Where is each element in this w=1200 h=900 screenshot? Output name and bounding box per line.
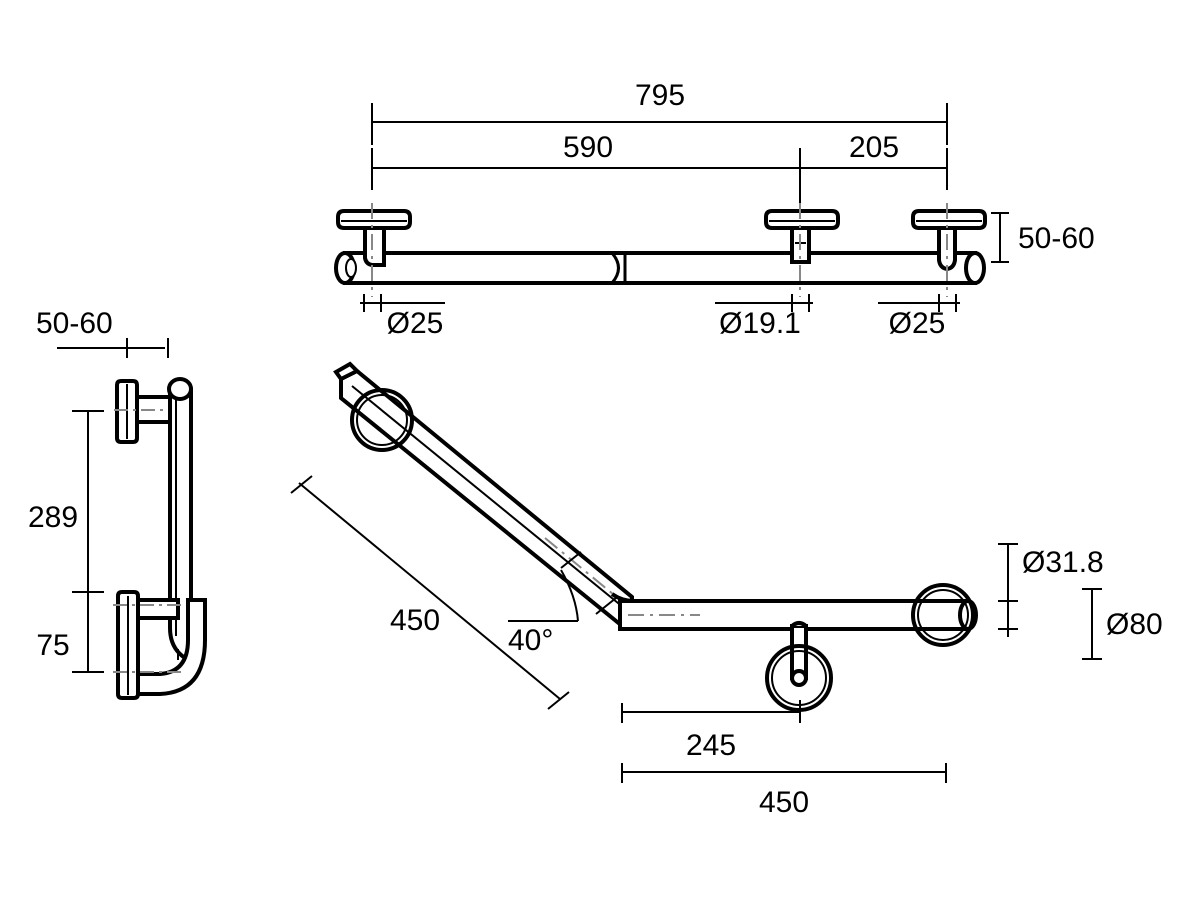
dimension-590-205: 590 205 xyxy=(371,131,948,218)
dimension-590-label: 590 xyxy=(563,131,613,164)
dimension-205-label: 205 xyxy=(849,131,899,164)
side-view-lower-flange xyxy=(113,590,185,700)
top-view: 795 590 205 xyxy=(334,79,1095,340)
dimension-75: 75 xyxy=(36,592,104,673)
top-view-flange-right xyxy=(911,203,987,297)
dimension-dia-19-1: Ø19.1 xyxy=(715,294,813,340)
dimension-450-angled: 450 xyxy=(290,475,570,710)
dimension-40-degree: 40° xyxy=(508,569,579,657)
dimension-40-degree-label: 40° xyxy=(508,624,553,657)
dimension-75-label: 75 xyxy=(36,629,69,662)
side-view-tube xyxy=(127,377,207,696)
dimension-795-label: 795 xyxy=(635,79,685,112)
dimension-dia-80-label: Ø80 xyxy=(1106,608,1163,641)
top-view-flange-middle xyxy=(764,203,840,297)
dimension-289: 289 xyxy=(28,410,104,593)
dimension-dia-80: Ø80 xyxy=(1082,588,1163,660)
dimension-top-50-60-label: 50-60 xyxy=(1018,222,1095,255)
dimension-450-angled-label: 450 xyxy=(390,604,440,637)
front-view: 450 40° Ø31.8 Ø80 245 xyxy=(290,361,1163,819)
dimension-450-horizontal-label: 450 xyxy=(759,786,809,819)
dimension-dia-31-8: Ø31.8 xyxy=(998,543,1104,637)
dimension-450-horizontal: 450 xyxy=(621,763,947,819)
dimension-dia-25-right: Ø25 xyxy=(878,294,960,340)
dimension-245: 245 xyxy=(621,700,801,762)
side-view: 50-60 289 75 xyxy=(28,307,207,700)
dimension-dia-25-left: Ø25 xyxy=(360,294,445,340)
dimension-795: 795 xyxy=(371,79,948,145)
dimension-dia-19-1-label: Ø19.1 xyxy=(719,307,801,340)
dimension-dia-25-left-label: Ø25 xyxy=(387,307,444,340)
dimension-dia-25-right-label: Ø25 xyxy=(889,307,946,340)
top-view-tube xyxy=(334,251,986,285)
front-view-horizontal-arm xyxy=(610,583,978,647)
top-view-flange-left xyxy=(336,203,412,297)
dimension-side-50-60: 50-60 xyxy=(36,307,169,358)
dimension-top-50-60: 50-60 xyxy=(991,212,1095,263)
dimension-289-label: 289 xyxy=(28,501,78,534)
dimension-side-50-60-label: 50-60 xyxy=(36,307,113,340)
dimension-dia-31-8-label: Ø31.8 xyxy=(1022,546,1104,579)
dimension-245-label: 245 xyxy=(686,729,736,762)
